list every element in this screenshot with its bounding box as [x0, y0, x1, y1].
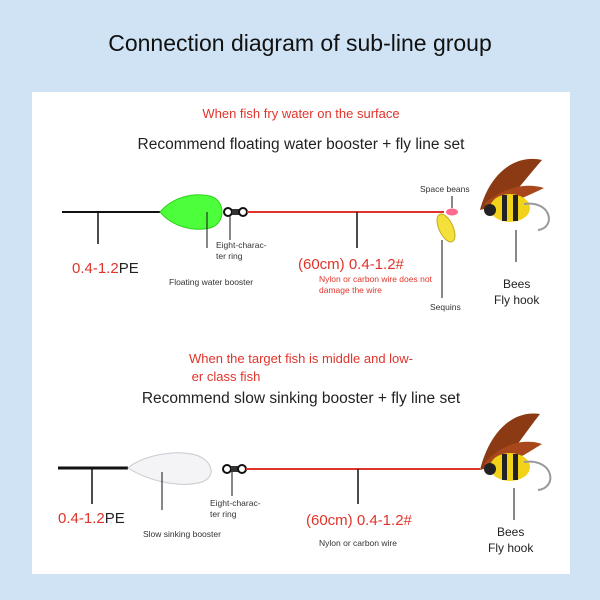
floating-booster-shape [159, 194, 223, 230]
main-line-spec-1: 0.4-1.2PE [72, 260, 139, 277]
diagram-panel: When fish fry water on the surface Recom… [32, 92, 570, 574]
heading-2: Recommend slow sinking booster + fly lin… [141, 390, 461, 407]
leader-spec-2: (60cm) 0.4-1.2# [306, 512, 412, 529]
space-beans-label: Space beans [420, 184, 470, 194]
ring-label-1: Eight-charac- ter ring [216, 240, 267, 261]
eight-character-ring-1 [223, 207, 248, 217]
leader-note-1: Nylon or carbon wire does not damage the… [319, 274, 432, 295]
page-title: Connection diagram of sub-line group [108, 30, 492, 56]
sequin-shape [436, 213, 456, 243]
heading-1: Recommend floating water booster + fly l… [137, 136, 465, 153]
sinking-booster-shape [127, 452, 212, 485]
diagram-drawing [58, 158, 552, 520]
bee-fly-1 [480, 158, 550, 231]
condition-2: When the target fish is middle and low- … [189, 351, 413, 384]
leader-spec-1: (60cm) 0.4-1.2# [298, 256, 404, 273]
bee-fly-2 [480, 413, 552, 491]
eight-character-ring-2 [222, 464, 247, 474]
space-bean-shape [446, 208, 458, 216]
hook-label-1: Bees Fly hook [494, 277, 540, 307]
main-line-spec-2: 0.4-1.2PE [58, 510, 125, 527]
leader-note-2: Nylon or carbon wire [319, 538, 397, 548]
sequins-label: Sequins [430, 302, 461, 312]
booster-label-2: Slow sinking booster [143, 529, 221, 539]
ring-label-2: Eight-charac- ter ring [210, 498, 261, 519]
condition-1: When fish fry water on the surface [202, 106, 400, 121]
hook-label-2: Bees Fly hook [488, 525, 534, 555]
booster-label-1: Floating water booster [169, 277, 254, 287]
